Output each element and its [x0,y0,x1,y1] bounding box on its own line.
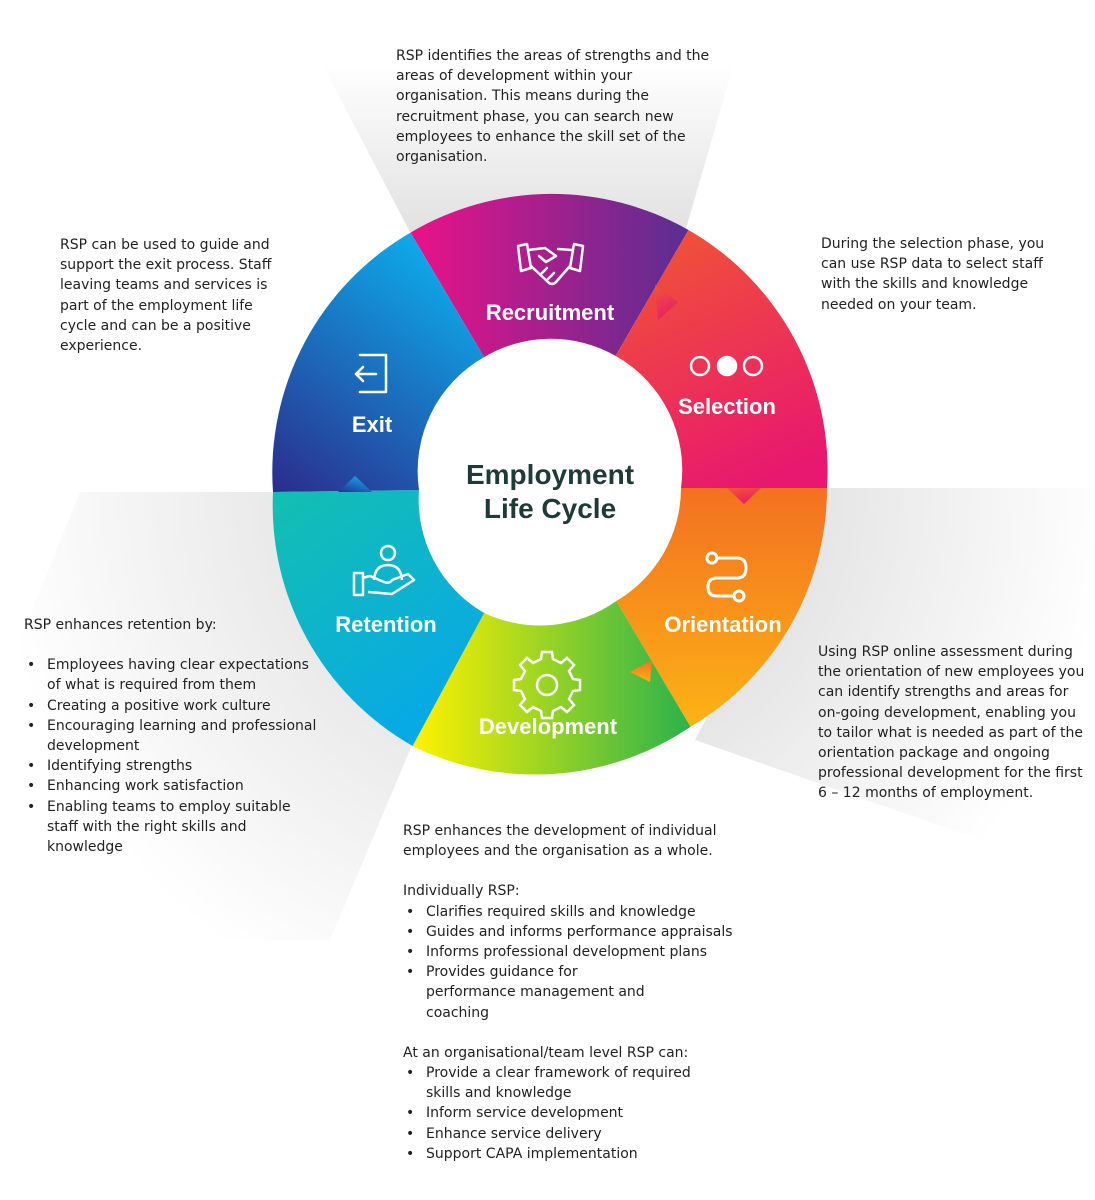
development-intro: RSP enhances the development of individu… [403,823,717,860]
segment-exit [272,232,485,492]
development-org-heading: At an organisational/team level RSP can: [403,1044,689,1061]
development-individual-heading: Individually RSP: [403,883,520,900]
list-item: Employees having clear expectations of w… [24,655,324,695]
list-item: Clarifies required skills and knowledge [403,902,733,922]
segment-orientation [616,488,827,727]
segment-development [412,601,691,775]
center-circle [435,373,665,603]
list-item: Enhance service delivery [403,1124,733,1144]
list-item: Inform service development [403,1103,733,1123]
retention-description: RSP enhances retention by: Employees hav… [24,615,324,857]
segment-retention [272,490,485,746]
exit-description: RSP can be used to guide and support the… [60,237,272,355]
list-item: Provides guidance for performance manage… [403,962,671,1023]
orientation-description: Using RSP online assessment during the o… [818,644,1085,802]
three-dots-icon [689,355,764,377]
list-item: Informs professional development plans [403,942,733,962]
route-icon [705,551,748,603]
development-individual-bullets: Clarifies required skills and knowledge … [403,902,733,1023]
center-title-line1: Employment [466,459,634,490]
person-desk-icon [352,544,416,597]
label-selection: Selection [678,394,776,419]
label-exit: Exit [352,412,393,437]
development-description: RSP enhances the development of individu… [403,821,733,1164]
list-item: Encouraging learning and professional de… [24,716,324,756]
development-org-bullets: Provide a clear framework of required sk… [403,1063,733,1164]
segment-recruitment [410,193,689,358]
notch-selection [655,285,678,320]
recruitment-description: RSP identifies the areas of strengths an… [396,48,710,166]
exit-door-icon [354,353,388,394]
list-item: Guides and informs performance appraisal… [403,922,733,942]
list-item: Identifying strengths [24,756,324,776]
retention-intro: RSP enhances retention by: [24,617,217,633]
shade-top-wedge [320,60,735,232]
list-item: Enabling teams to employ suitable staff … [24,797,324,858]
retention-bullets: Employees having clear expectations of w… [24,655,324,857]
list-item: Enhancing work satisfaction [24,776,324,796]
label-orientation: Orientation [664,612,781,637]
label-recruitment: Recruitment [486,300,615,325]
notch-development [630,660,652,682]
selection-description: During the selection phase, you can use … [821,236,1045,313]
notch-exit [338,476,372,492]
label-retention: Retention [335,612,436,637]
gear-icon [512,650,582,720]
notch-orientation [727,488,761,504]
list-item: Support CAPA implementation [403,1144,733,1164]
list-item: Provide a clear framework of required sk… [403,1063,691,1103]
center-title-line2: Life Cycle [484,493,616,524]
handshake-icon [516,242,585,286]
list-item: Creating a positive work culture [24,696,324,716]
